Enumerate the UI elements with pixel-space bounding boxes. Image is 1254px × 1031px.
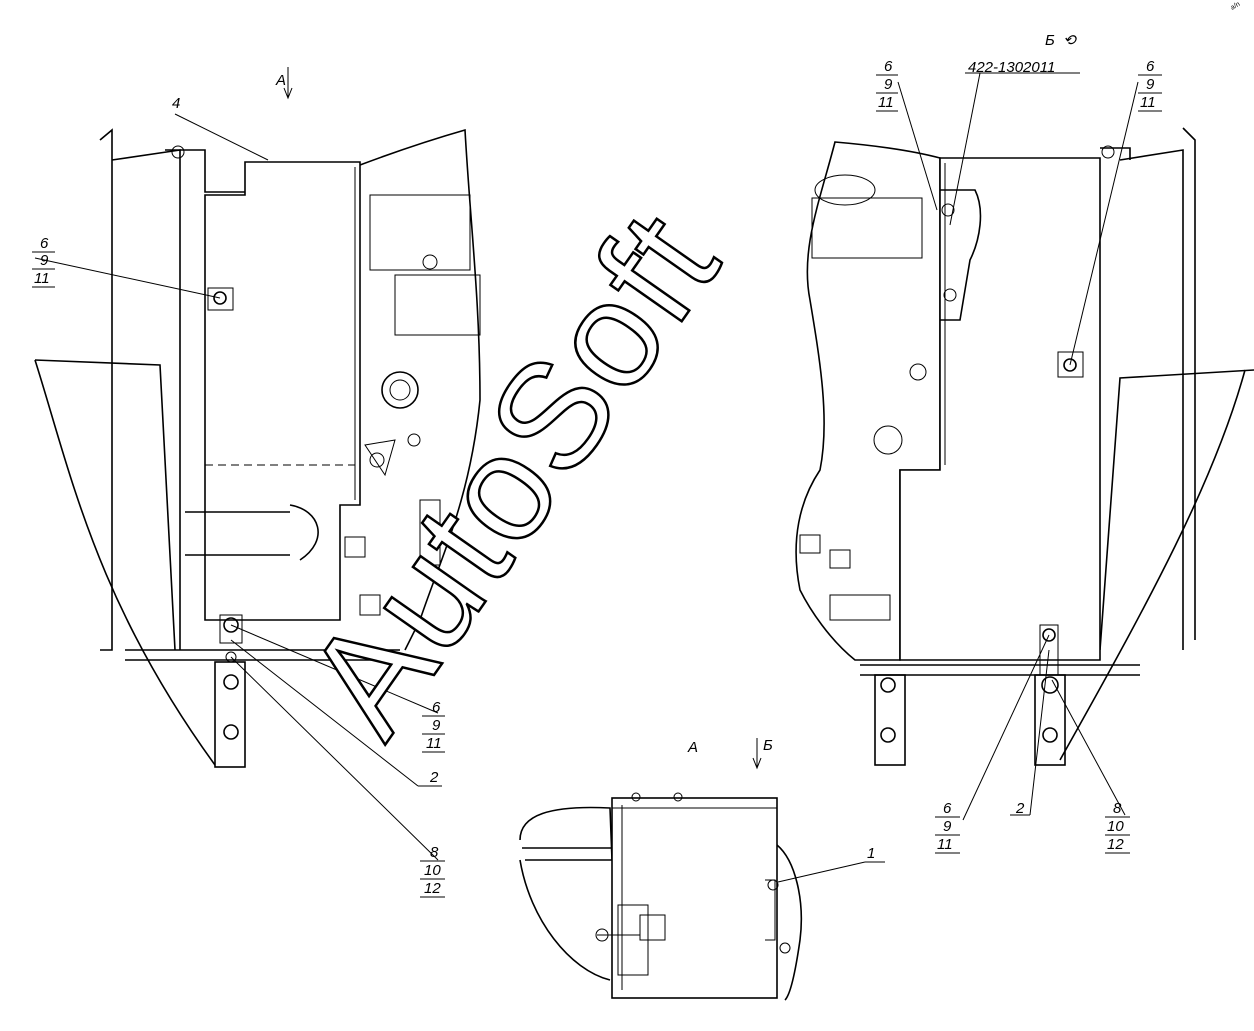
svg-text:6: 6	[884, 58, 893, 75]
left-leaders	[34, 67, 442, 861]
view-b-rotated-label: Б	[1045, 32, 1055, 49]
callout-bottom-part: 1	[867, 845, 875, 862]
svg-text:6: 6	[943, 800, 952, 817]
part-number-label: 422-1302011	[968, 59, 1055, 76]
svg-text:10: 10	[1107, 818, 1124, 835]
right-leaders	[897, 72, 1139, 821]
svg-text:6: 6	[40, 235, 49, 252]
svg-text:9: 9	[432, 717, 441, 734]
svg-text:8: 8	[1113, 800, 1122, 817]
view-a-arrow-label: А	[275, 72, 286, 89]
bottom-view	[519, 738, 885, 1001]
callout-right-top-b: 6 9 11	[1138, 58, 1162, 112]
svg-text:9: 9	[40, 252, 49, 269]
right-view	[795, 127, 1254, 766]
svg-text:12: 12	[424, 880, 441, 897]
left-view	[34, 128, 481, 768]
callout-right-nut: 8 10 12	[1105, 800, 1130, 854]
callout-right-bottom-bolt: 6 9 11	[935, 800, 960, 854]
callout-right-bracket: 2	[1015, 800, 1025, 817]
callout-left-bracket: 2	[429, 769, 439, 786]
svg-text:6: 6	[1146, 58, 1155, 75]
labels: А Б ⟲ А Б 422-1302011 4 6 9 11 6 9 11 2 …	[32, 32, 1162, 898]
svg-text:9: 9	[943, 818, 952, 835]
callout-left-top: 6 9 11	[32, 235, 55, 288]
svg-text:10: 10	[424, 862, 441, 879]
corner-mark: a/n	[1230, 1, 1242, 12]
callout-right-top-a: 6 9 11	[876, 58, 898, 112]
svg-text:11: 11	[34, 270, 50, 287]
svg-text:⟲: ⟲	[1063, 32, 1077, 49]
svg-text:11: 11	[1140, 94, 1156, 111]
svg-text:11: 11	[937, 836, 953, 853]
view-a-title: А	[687, 739, 698, 756]
view-b-arrow-label: Б	[763, 737, 773, 754]
svg-text:12: 12	[1107, 836, 1124, 853]
svg-text:6: 6	[432, 699, 441, 716]
callout-left-tank: 4	[172, 95, 180, 112]
svg-text:8: 8	[430, 844, 439, 861]
svg-text:9: 9	[884, 76, 893, 93]
callout-left-nut: 8 10 12	[420, 844, 445, 898]
svg-text:11: 11	[426, 735, 442, 752]
callout-left-bottom-bolt: 6 9 11	[422, 699, 445, 753]
svg-text:9: 9	[1146, 76, 1155, 93]
svg-text:11: 11	[878, 94, 894, 111]
